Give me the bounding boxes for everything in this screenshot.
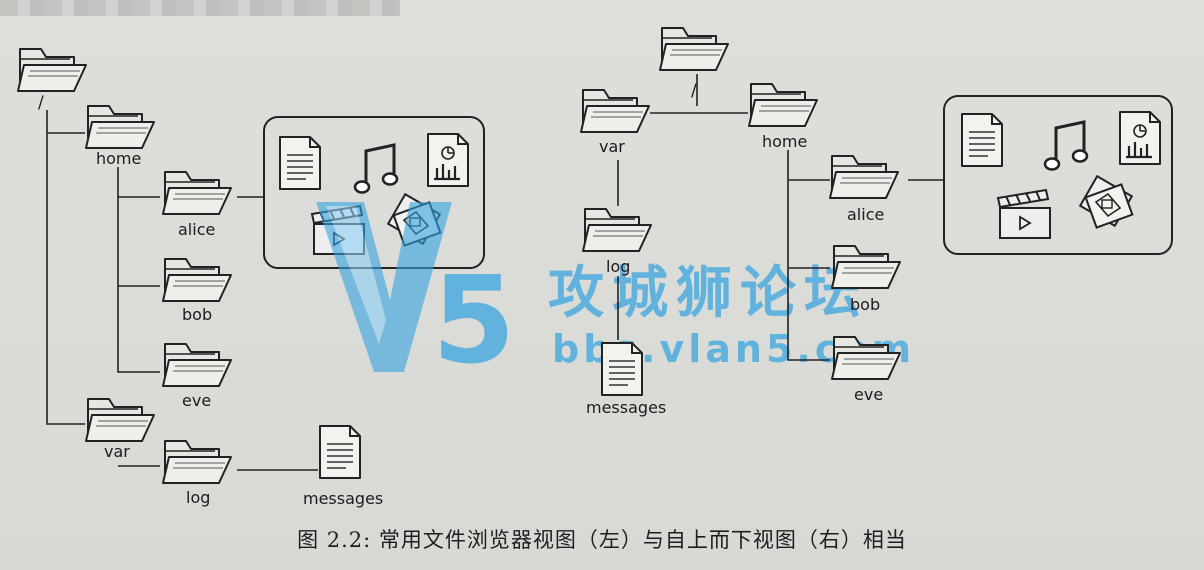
photos-icon	[1079, 175, 1134, 229]
document-icon	[601, 342, 643, 396]
left-tree-connectors	[46, 110, 318, 471]
blurred-header	[0, 0, 400, 16]
right-tree: / var home log messages alice bob eve	[580, 27, 1173, 417]
folder-icon	[829, 155, 899, 199]
folder-icon	[659, 27, 729, 71]
folder-icon	[162, 343, 232, 387]
music-note-icon	[1043, 120, 1089, 171]
folder-icon	[831, 245, 901, 289]
folder-icon	[748, 83, 818, 127]
left-home-label: home	[96, 149, 141, 168]
watermark-logo-digit: 5	[432, 252, 516, 391]
chart-doc-icon	[1118, 110, 1162, 166]
folder-icon	[85, 105, 155, 149]
right-tree-connectors	[617, 74, 944, 361]
left-eve-label: eve	[182, 391, 211, 410]
folder-icon	[85, 398, 155, 442]
right-alice-label: alice	[847, 205, 884, 224]
right-eve-label: eve	[854, 385, 883, 404]
document-icon	[279, 136, 321, 190]
left-alice-label: alice	[178, 220, 215, 239]
left-bob-label: bob	[182, 305, 212, 324]
left-var-label: var	[104, 442, 130, 461]
left-log-label: log	[186, 488, 210, 507]
document-icon	[319, 425, 361, 479]
right-messages-label: messages	[586, 398, 666, 417]
figure-caption: 图 2.2: 常用文件浏览器视图（左）与自上而下视图（右）相当	[297, 528, 907, 552]
video-clapper-icon	[997, 189, 1051, 239]
folder-icon	[582, 208, 652, 252]
document-icon	[961, 113, 1003, 167]
right-root-label: /	[691, 81, 697, 101]
folder-icon	[580, 89, 650, 133]
right-var-label: var	[599, 137, 625, 156]
folder-icon	[162, 171, 232, 215]
left-root-label: /	[38, 93, 44, 113]
right-alice-contents	[943, 95, 1173, 255]
watermark-logo	[316, 202, 452, 372]
chart-doc-icon	[426, 132, 470, 188]
right-log-label: log	[606, 257, 630, 276]
right-bob-label: bob	[850, 295, 880, 314]
folder-icon	[162, 440, 232, 484]
folder-icon	[162, 258, 232, 302]
watermark-brand: 攻城狮论坛	[548, 261, 868, 326]
left-messages-label: messages	[303, 489, 383, 508]
music-note-icon	[353, 143, 399, 194]
right-home-label: home	[762, 132, 807, 151]
folder-icon	[17, 48, 87, 92]
